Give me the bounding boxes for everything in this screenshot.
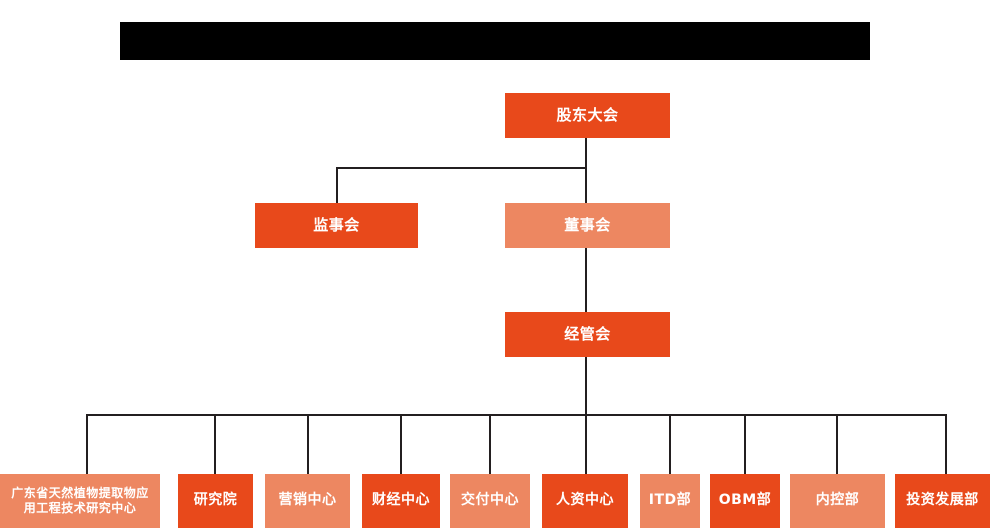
node-label: OBM部 bbox=[718, 492, 772, 509]
connector-supervisors-drop bbox=[336, 167, 338, 204]
node-label: 广东省天然植物提取物应 用工程技术研究中心 bbox=[11, 486, 149, 515]
node-delivery-center[interactable]: 交付中心 bbox=[450, 474, 530, 528]
node-marketing-center[interactable]: 营销中心 bbox=[265, 474, 350, 528]
node-label: ITD部 bbox=[648, 492, 692, 509]
node-label: 董事会 bbox=[564, 216, 611, 235]
node-label: 监事会 bbox=[313, 216, 360, 235]
node-board-of-supervisors[interactable]: 监事会 bbox=[255, 203, 418, 248]
node-institute[interactable]: 研究院 bbox=[178, 474, 253, 528]
connector-drop-hr bbox=[585, 414, 587, 474]
connector-drop-internal-control bbox=[836, 414, 838, 474]
node-label: 股东大会 bbox=[556, 106, 619, 125]
connector-drop-itd bbox=[669, 414, 671, 474]
node-label: 经管会 bbox=[564, 325, 611, 344]
node-finance-center[interactable]: 财经中心 bbox=[362, 474, 440, 528]
node-itd-department[interactable]: ITD部 bbox=[640, 474, 700, 528]
connector-level2-bus bbox=[336, 167, 587, 169]
node-board-of-directors[interactable]: 董事会 bbox=[505, 203, 670, 248]
connector-departments-bus bbox=[86, 414, 946, 416]
node-hr-center[interactable]: 人资中心 bbox=[542, 474, 628, 528]
node-management-committee[interactable]: 经管会 bbox=[505, 312, 670, 357]
connector-directors-drop bbox=[585, 167, 587, 204]
node-guangdong-research-center[interactable]: 广东省天然植物提取物应 用工程技术研究中心 bbox=[0, 474, 160, 528]
connector-drop-institute bbox=[214, 414, 216, 474]
connector-drop-delivery bbox=[489, 414, 491, 474]
connector-shareholders-drop bbox=[585, 138, 587, 168]
node-shareholders-meeting[interactable]: 股东大会 bbox=[505, 93, 670, 138]
node-label: 研究院 bbox=[193, 492, 238, 509]
connector-management-drop bbox=[585, 357, 587, 415]
connector-directors-to-management bbox=[585, 248, 587, 313]
connector-drop-research-center bbox=[86, 414, 88, 474]
connector-drop-investment bbox=[945, 414, 947, 474]
redacted-title-banner bbox=[120, 22, 870, 60]
node-label: 交付中心 bbox=[461, 492, 519, 509]
connector-drop-finance bbox=[400, 414, 402, 474]
node-label: 财经中心 bbox=[372, 492, 430, 509]
connector-drop-marketing bbox=[307, 414, 309, 474]
node-label: 营销中心 bbox=[278, 492, 337, 509]
node-obm-department[interactable]: OBM部 bbox=[710, 474, 780, 528]
node-investment-development-department[interactable]: 投资发展部 bbox=[895, 474, 990, 528]
connector-drop-obm bbox=[744, 414, 746, 474]
node-internal-control-department[interactable]: 内控部 bbox=[790, 474, 885, 528]
node-label: 内控部 bbox=[815, 492, 860, 509]
node-label: 投资发展部 bbox=[906, 492, 979, 509]
node-label: 人资中心 bbox=[556, 492, 614, 509]
